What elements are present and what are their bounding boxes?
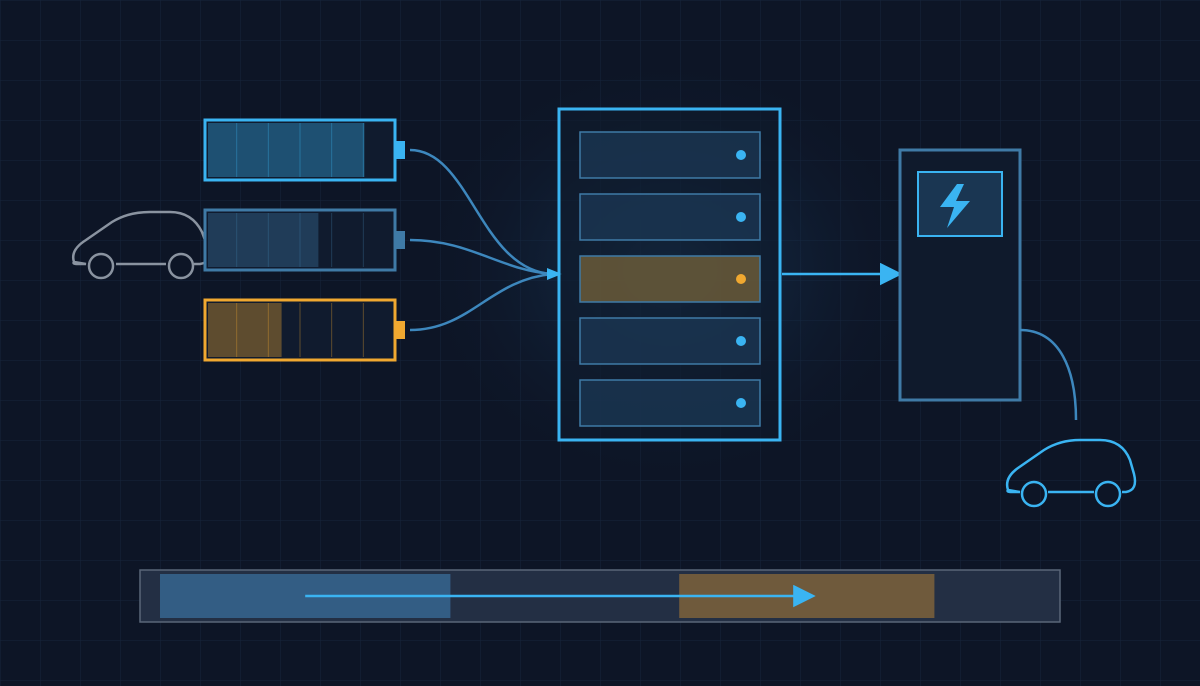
storage-slot-5	[579, 379, 761, 427]
cabinet-input-arrow-icon	[547, 268, 562, 280]
storage-slot-1	[579, 131, 761, 179]
battery-casing	[203, 208, 397, 272]
battery-low	[203, 298, 405, 362]
battery-stack	[203, 118, 405, 362]
battery-charge-fill	[208, 123, 365, 177]
battery-terminal	[396, 231, 405, 249]
charger-cable	[1019, 328, 1078, 421]
storage-slot-frame	[579, 131, 761, 179]
battery-partial	[203, 208, 405, 272]
storage-slot-list	[579, 131, 761, 427]
slot-status-indicator	[736, 212, 746, 222]
battery-charge-fill	[208, 213, 319, 267]
connection-partial	[409, 238, 553, 276]
connection-charged	[409, 148, 553, 276]
battery-casing	[203, 118, 397, 182]
battery-terminal	[396, 141, 405, 159]
slot-status-indicator	[736, 336, 746, 346]
storage-slot-frame	[579, 193, 761, 241]
lightning-bolt-icon	[940, 184, 970, 228]
battery-casing	[203, 298, 397, 362]
charged-car-icon	[1005, 438, 1137, 508]
storage-slot-frame	[579, 379, 761, 427]
slot-status-indicator	[736, 150, 746, 160]
battery-connections	[409, 148, 553, 332]
battery-charge-fill	[208, 303, 282, 357]
storage-slot-3	[579, 255, 761, 303]
storage-slot-frame	[579, 255, 761, 303]
storage-slot-4	[579, 317, 761, 365]
storage-slot-frame	[579, 317, 761, 365]
slot-status-indicator	[736, 398, 746, 408]
storage-slot-2	[579, 193, 761, 241]
slot-status-indicator	[736, 274, 746, 284]
battery-charged	[203, 118, 405, 182]
connection-low	[409, 272, 553, 332]
battery-terminal	[396, 321, 405, 339]
